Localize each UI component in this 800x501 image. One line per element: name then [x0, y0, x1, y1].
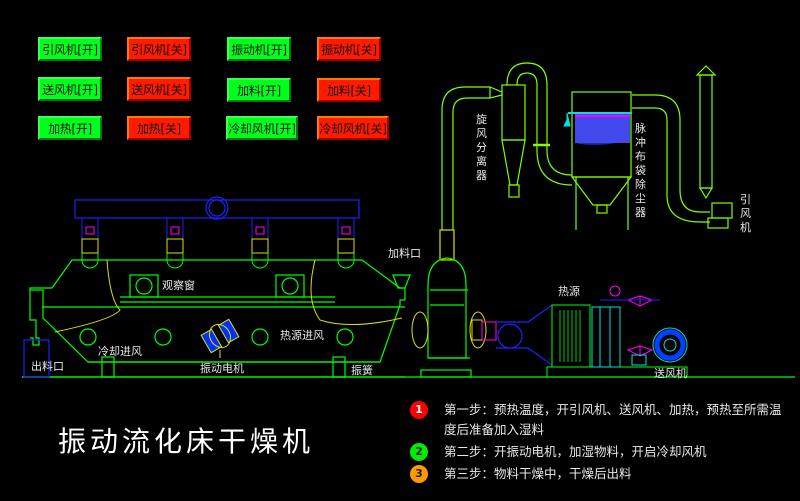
pump-box	[631, 354, 647, 366]
damper-icon	[255, 226, 265, 235]
damper-icon	[170, 226, 180, 235]
page-title: 振动流化床干燥机	[58, 425, 315, 458]
bag-filter-label: 脉冲布袋除尘器	[635, 122, 646, 219]
fan-housing	[411, 311, 487, 349]
heat-off-button[interactable]: 加热[关]	[127, 116, 191, 140]
cooling-fan-on-button[interactable]: 冷却风机[开]	[226, 116, 298, 140]
feed-on-button[interactable]: 加料[开]	[227, 78, 291, 102]
feed-off-button[interactable]: 加料[关]	[317, 78, 381, 102]
vibration-motor-icon	[200, 318, 240, 354]
damper-icon	[85, 226, 95, 235]
step-number-badge: 2	[410, 443, 428, 461]
flex-curtain-right	[310, 259, 403, 325]
step-number-badge: 3	[410, 465, 428, 483]
pulse-valve-icon	[563, 112, 571, 127]
duct-to-heater	[496, 304, 553, 366]
vibrator-off-button[interactable]: 振动机[关]	[317, 37, 381, 61]
heat-inlet-label: 热源进风	[280, 329, 324, 342]
air-manifold	[74, 196, 360, 220]
step-text: 第三步：物料干燥中，干燥后出料	[444, 466, 632, 481]
manifold-legs	[81, 218, 355, 269]
duct-system	[441, 62, 733, 230]
discharge-port-label: 出料口	[31, 360, 64, 373]
heat-source-label: 热源	[558, 285, 580, 298]
induced-fan-label: 引风机	[740, 193, 751, 234]
feed-column	[420, 229, 472, 378]
connector	[481, 321, 497, 341]
cooling-inlet-label: 冷却进风	[98, 345, 142, 358]
heat-source	[546, 304, 688, 378]
step-number-badge: 1	[410, 401, 428, 419]
filter-bags-shade	[575, 113, 630, 145]
pressure-gauge-icon	[609, 285, 621, 297]
step-text: 第二步：开振动电机，加湿物料，开启冷却风机	[444, 444, 707, 459]
vibration-motor-label: 振动电机	[200, 362, 244, 375]
step-text: 第一步：预热温度，开引风机、送风机、加热，预热至所需温度后准备加入湿料	[444, 402, 782, 437]
cyclone-label: 旋风分离器	[476, 113, 487, 182]
discharge-box	[23, 339, 50, 378]
blower-fan-icon	[652, 327, 688, 363]
vibrator-on-button[interactable]: 振动机[开]	[227, 37, 291, 61]
step-item: 1 第一步：预热温度，开引风机、送风机、加热，预热至所需温度后准备加入湿料	[410, 400, 790, 440]
induced-fan-off-button[interactable]: 引风机[关]	[127, 37, 191, 61]
flex-curtain-left	[54, 259, 121, 333]
induced-fan-on-button[interactable]: 引风机[开]	[38, 37, 102, 61]
spring-label: 振簧	[351, 364, 373, 377]
damper-icon	[341, 226, 351, 235]
blower-label: 送风机	[654, 367, 687, 380]
cooling-fan-off-button[interactable]: 冷却风机[关]	[317, 116, 389, 140]
dryer-body	[22, 259, 411, 378]
blower-off-button[interactable]: 送风机[关]	[127, 77, 191, 101]
feed-port-label: 加料口	[388, 247, 421, 260]
blower-on-button[interactable]: 送风机[开]	[38, 77, 102, 101]
step-item: 3 第三步：物料干燥中，干燥后出料	[410, 464, 790, 484]
heat-exchanger	[591, 306, 621, 368]
step-item: 2 第二步：开振动电机，加湿物料，开启冷却风机	[410, 442, 790, 462]
step-list: 1 第一步：预热温度，开引风机、送风机、加热，预热至所需温度后准备加入湿料 2 …	[410, 400, 790, 486]
observation-window-label: 观察窗	[162, 279, 195, 292]
valves	[600, 285, 660, 357]
heat-on-button[interactable]: 加热[开]	[38, 116, 102, 140]
